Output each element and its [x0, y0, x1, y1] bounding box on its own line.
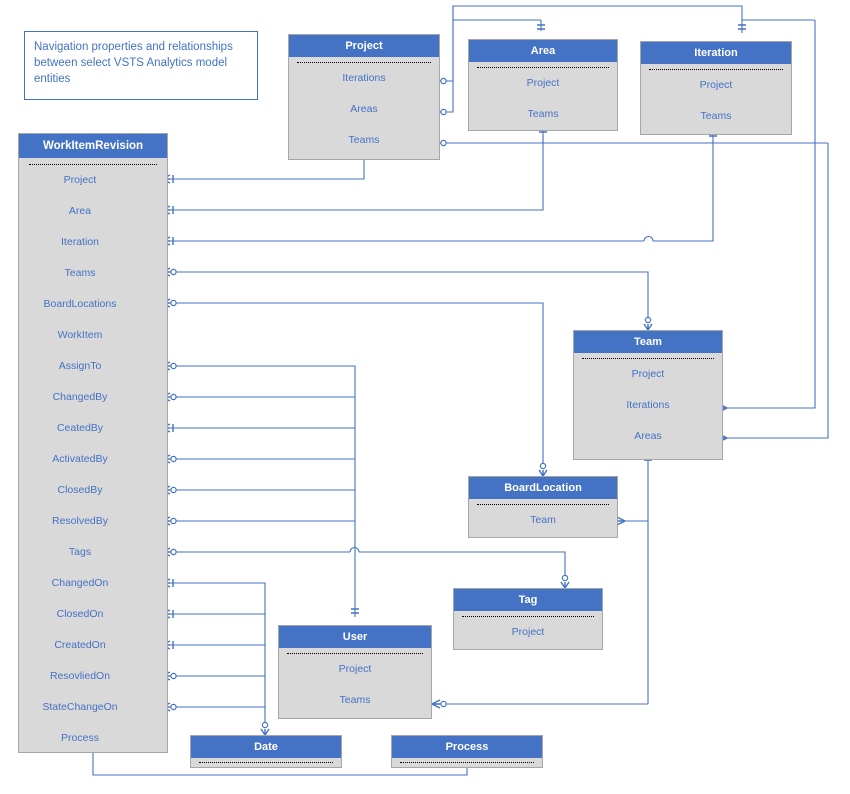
- entity-title: Project: [289, 35, 439, 57]
- field-row[interactable]: Teams: [527, 108, 559, 120]
- field-row[interactable]: Process: [61, 732, 99, 744]
- entity-tag[interactable]: Tag Project: [453, 588, 603, 650]
- entity-iteration[interactable]: Iteration Project Teams: [640, 41, 792, 135]
- field-list: Project Area Iteration Teams BoardLocati…: [19, 165, 167, 754]
- entity-work-item-revision[interactable]: WorkItemRevision Project Area Iteration …: [18, 133, 168, 753]
- field-row[interactable]: ActivatedBy: [52, 453, 108, 465]
- entity-title: Process: [392, 736, 542, 758]
- entity-title: Tag: [454, 589, 602, 611]
- header-separator: [287, 653, 423, 654]
- field-list: Iterations Areas Teams: [289, 63, 439, 156]
- field-row[interactable]: Tags: [68, 546, 92, 558]
- field-list: Project Teams: [469, 68, 617, 130]
- field-row[interactable]: Project: [338, 663, 372, 675]
- field-row[interactable]: CeatedBy: [56, 422, 104, 434]
- field-row[interactable]: Areas: [350, 103, 378, 115]
- field-list: Team: [469, 505, 617, 536]
- header-separator: [199, 762, 333, 763]
- entity-user[interactable]: User Project Teams: [278, 625, 432, 719]
- field-row[interactable]: Project: [511, 626, 545, 638]
- field-row[interactable]: Teams: [700, 110, 732, 122]
- entity-title: WorkItemRevision: [19, 134, 167, 158]
- field-row[interactable]: Iterations: [342, 72, 386, 84]
- header-separator: [297, 62, 431, 63]
- entity-title: BoardLocation: [469, 477, 617, 499]
- entity-title: Date: [191, 736, 341, 758]
- entity-date[interactable]: Date: [190, 735, 342, 768]
- header-separator: [582, 358, 714, 359]
- field-row[interactable]: StateChangeOn: [42, 701, 118, 713]
- entity-title: Team: [574, 331, 722, 353]
- field-row[interactable]: ClosedBy: [57, 484, 103, 496]
- field-row[interactable]: ClosedOn: [56, 608, 104, 620]
- field-row[interactable]: Iterations: [626, 399, 670, 411]
- header-separator: [462, 616, 594, 617]
- field-row[interactable]: Project: [699, 79, 733, 91]
- entity-area[interactable]: Area Project Teams: [468, 39, 618, 131]
- entity-board-location[interactable]: BoardLocation Team: [468, 476, 618, 538]
- field-row[interactable]: Teams: [348, 134, 380, 146]
- field-row[interactable]: WorkItem: [57, 329, 103, 341]
- entity-project[interactable]: Project Iterations Areas Teams: [288, 34, 440, 160]
- field-list: Project Teams: [641, 70, 791, 132]
- field-row[interactable]: BoardLocations: [43, 298, 117, 310]
- entity-title: User: [279, 626, 431, 648]
- field-row[interactable]: ChangedOn: [51, 577, 109, 589]
- field-row[interactable]: Area: [68, 205, 92, 217]
- field-row[interactable]: Project: [526, 77, 560, 89]
- field-row[interactable]: CreatedOn: [54, 639, 106, 651]
- header-separator: [400, 762, 534, 763]
- field-row[interactable]: ResolvedBy: [51, 515, 109, 527]
- header-separator: [477, 504, 609, 505]
- field-row[interactable]: Areas: [634, 430, 662, 442]
- entity-title: Iteration: [641, 42, 791, 64]
- field-row[interactable]: ResovliedOn: [49, 670, 111, 682]
- field-list: Project: [454, 617, 602, 648]
- field-row[interactable]: Project: [63, 174, 97, 186]
- entity-process[interactable]: Process: [391, 735, 543, 768]
- field-list: Project Teams: [279, 654, 431, 716]
- diagram-note: Navigation properties and relationships …: [24, 31, 258, 100]
- field-row[interactable]: ChangedBy: [52, 391, 108, 403]
- entity-title: Area: [469, 40, 617, 62]
- field-row[interactable]: Teams: [64, 267, 96, 279]
- field-row[interactable]: Teams: [339, 694, 371, 706]
- entity-team[interactable]: Team Project Iterations Areas: [573, 330, 723, 460]
- field-row[interactable]: Project: [631, 368, 665, 380]
- field-row[interactable]: AssignTo: [58, 360, 102, 372]
- field-list: Project Iterations Areas: [574, 359, 722, 452]
- field-row[interactable]: Team: [530, 514, 556, 526]
- header-separator: [477, 67, 609, 68]
- field-row[interactable]: Iteration: [61, 236, 99, 248]
- header-separator: [649, 69, 783, 70]
- header-separator: [29, 164, 157, 165]
